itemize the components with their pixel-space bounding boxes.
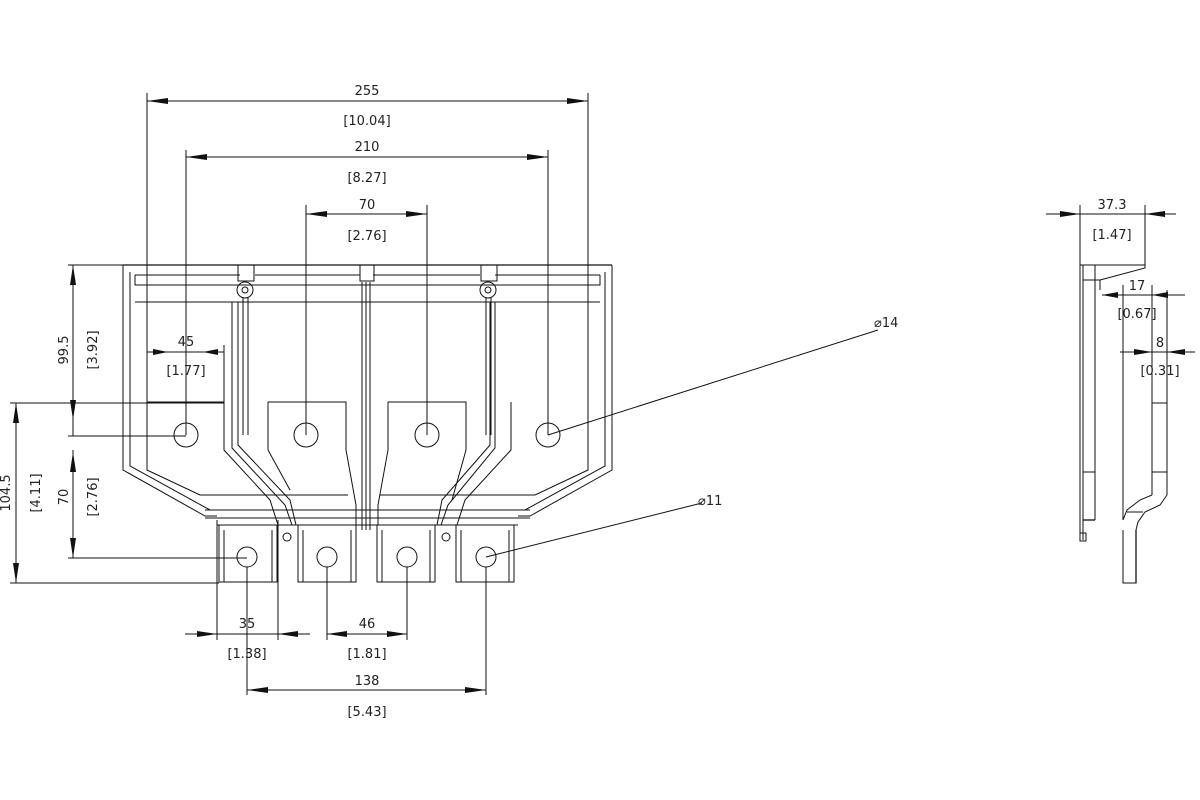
- dim-210: 210: [355, 140, 380, 155]
- dim-104-5-in: [4.11]: [29, 473, 44, 512]
- callout-dia-11: ⌀11: [698, 494, 722, 509]
- terminal-hole: [236, 546, 258, 568]
- dim-210-in: [8.27]: [347, 171, 386, 186]
- dim-46: 46: [359, 617, 376, 632]
- dim-138-in: [5.43]: [347, 705, 386, 720]
- dim-8-in: [0.31]: [1140, 364, 1179, 379]
- front-view: [122, 264, 613, 583]
- dim-104-5: 104.5: [0, 474, 14, 511]
- dim-37-3: 37.3: [1098, 198, 1127, 213]
- callout-dia-14: ⌀14: [874, 316, 898, 331]
- dim-35: 35: [239, 617, 256, 632]
- dim-45-in: [1.77]: [166, 364, 205, 379]
- dim-70-top-in: [2.76]: [347, 229, 386, 244]
- dim-8: 8: [1156, 336, 1164, 351]
- dim-255: 255: [355, 84, 380, 99]
- dim-37-3-in: [1.47]: [1092, 228, 1131, 243]
- dim-70-vert-in: [2.76]: [86, 477, 101, 516]
- terminal-hole: [316, 546, 338, 568]
- dim-138: 138: [355, 674, 380, 689]
- dim-45: 45: [178, 335, 195, 350]
- dim-99-5-in: [3.92]: [86, 330, 101, 369]
- dim-99-5: 99.5: [57, 336, 72, 365]
- dim-70-top: 70: [359, 198, 376, 213]
- dim-35-in: [1.38]: [227, 647, 266, 662]
- dim-255-in: [10.04]: [343, 114, 390, 129]
- dim-17-in: [0.67]: [1117, 307, 1156, 322]
- front-dimensions: 255 [10.04] 210 [8.27] 70 [2.76] 45 [1.7…: [0, 84, 898, 720]
- terminal-hole: [396, 546, 418, 568]
- dim-70-vert: 70: [57, 489, 72, 506]
- dim-46-in: [1.81]: [347, 647, 386, 662]
- side-dimensions: 37.3 [1.47] 17 [0.67] 8 [0.31]: [1046, 198, 1195, 380]
- dim-17: 17: [1129, 279, 1146, 294]
